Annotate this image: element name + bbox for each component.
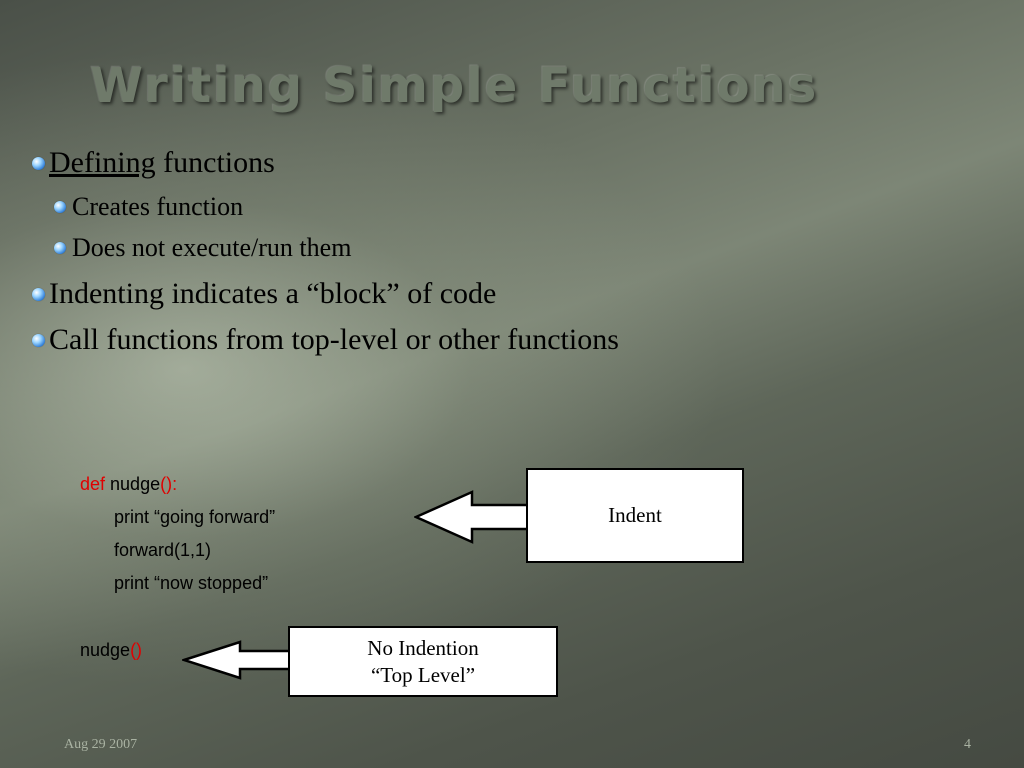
slide-title: Writing Simple Functions (90, 58, 819, 114)
bullet-does-not-execute: Does not execute/run them (54, 233, 351, 263)
code-func-name: nudge (105, 474, 161, 494)
callout-indent: Indent (526, 468, 744, 563)
code-call-parens: () (130, 640, 143, 660)
bullet-defining-functions: Defining functions (32, 146, 275, 180)
bullet-text: Does not execute/run them (72, 233, 352, 262)
code-line-forward: forward(1,1) (114, 540, 212, 560)
left-arrow-icon (182, 640, 294, 680)
bullet-text: Indenting indicates a “block” of code (49, 277, 497, 310)
callout-no-indention: No Indention “Top Level” (288, 626, 558, 697)
left-arrow-icon (414, 490, 530, 544)
bullet-dot-icon (32, 333, 45, 347)
bullet-dot-icon (32, 156, 45, 170)
bullet-text: functions (155, 146, 275, 179)
bullet-dot-icon (32, 287, 45, 301)
code-line-print-stopped: print “now stopped” (114, 573, 269, 593)
bullet-call-functions: Call functions from top-level or other f… (32, 323, 619, 357)
code-line-def: def nudge(): (80, 474, 177, 495)
bullet-underlined-text: Defining (49, 146, 156, 179)
code-line-print-going: print “going forward” (114, 507, 276, 527)
callout-indent-text: Indent (608, 503, 662, 528)
bullet-text: Call functions from top-level or other f… (49, 323, 619, 356)
code-func-parens: (): (160, 474, 178, 494)
code-keyword-def: def (80, 474, 106, 494)
footer-date: Aug 29 2007 (64, 737, 138, 752)
footer-page-number: 4 (964, 737, 971, 752)
bullet-dot-icon (54, 242, 66, 254)
bullet-dot-icon (54, 201, 66, 213)
bullet-creates-function: Creates function (54, 192, 243, 222)
bullet-indenting: Indenting indicates a “block” of code (32, 277, 496, 311)
callout-no-indention-line1: No Indention (367, 636, 479, 661)
code-call-name: nudge (80, 640, 131, 660)
callout-no-indention-line2: “Top Level” (370, 662, 476, 687)
bullet-text: Creates function (72, 192, 244, 221)
code-line-call: nudge() (80, 640, 142, 661)
